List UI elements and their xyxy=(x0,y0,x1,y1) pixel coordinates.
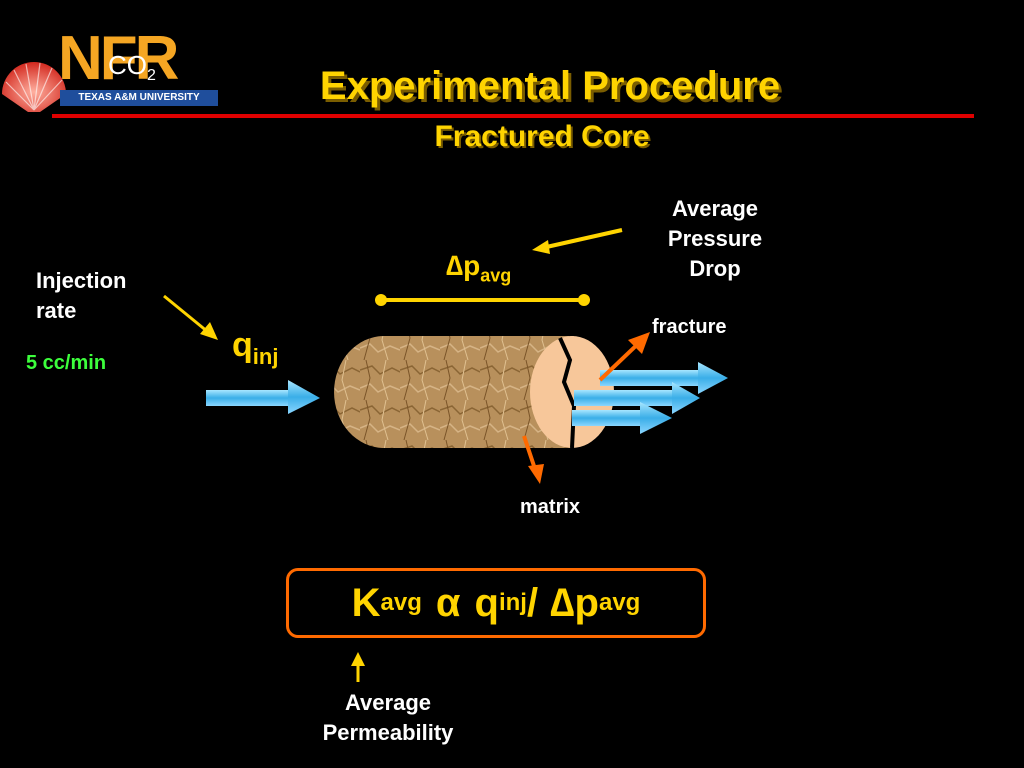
avg-pressure-drop-label: Average Pressure Drop xyxy=(667,196,763,281)
rock-core xyxy=(334,336,614,449)
flow-rate-value: 5 cc/min xyxy=(26,352,107,374)
shell-icon xyxy=(2,62,66,112)
logo-brand: NFR xyxy=(58,24,179,93)
logo-co2: CO2 xyxy=(108,50,156,85)
pressure-span-end xyxy=(578,294,590,306)
page-subtitle: Fractured Core xyxy=(434,120,650,153)
fracture-label: fracture xyxy=(652,316,727,338)
inlet-flow-arrow xyxy=(206,380,320,414)
injection-pointer-arrow xyxy=(163,294,209,334)
avg-permeability-label: Average Permeability xyxy=(322,690,454,745)
matrix-label: matrix xyxy=(520,496,581,518)
injection-rate-label: Injection rate xyxy=(36,268,127,323)
delta-p-avg-label: ∆pavg xyxy=(446,250,512,286)
pressure-span-start xyxy=(375,294,387,306)
q-inj-label: qinj xyxy=(232,326,279,369)
outlet-flow-arrows xyxy=(572,362,728,434)
logo-university: TEXAS A&M UNIVERSITY xyxy=(60,90,218,106)
logo xyxy=(0,32,225,112)
page-title: Experimental Procedure xyxy=(319,64,781,108)
title-divider xyxy=(52,114,974,118)
formula-box xyxy=(286,568,706,638)
pressure-pointer-arrow xyxy=(541,228,623,250)
